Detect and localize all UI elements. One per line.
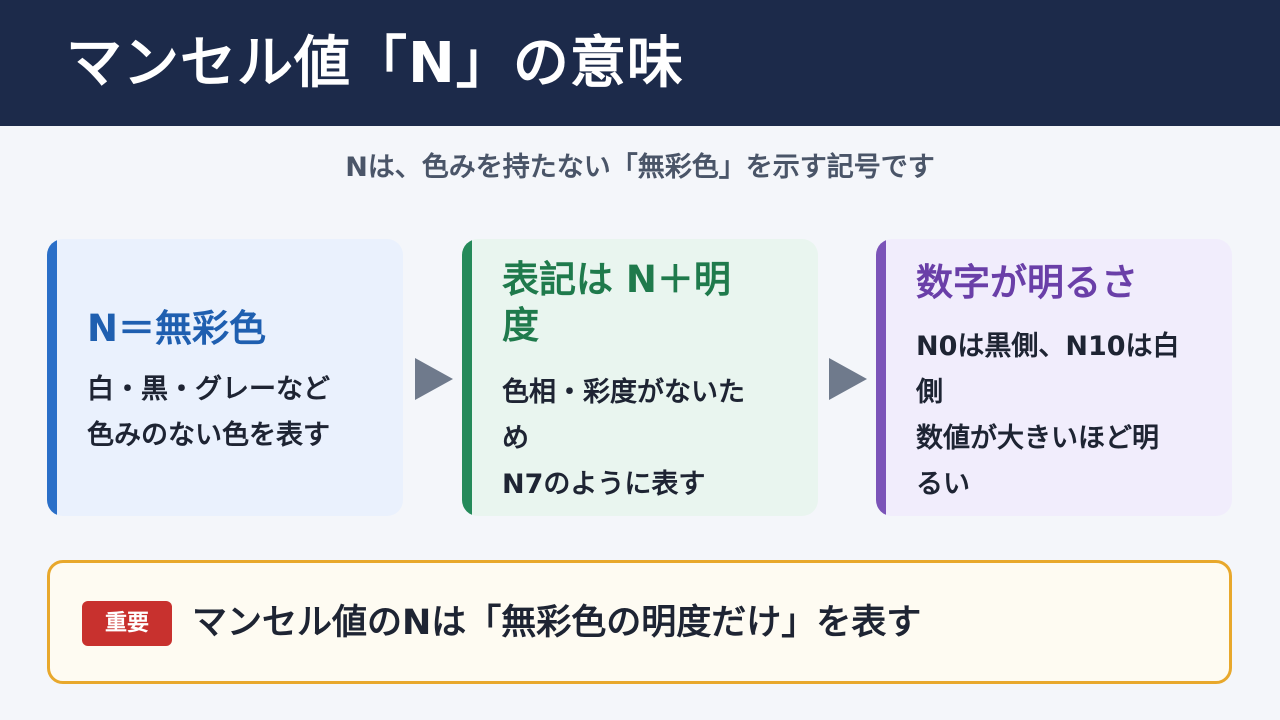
- important-note: 重要 マンセル値のNは「無彩色の明度だけ」を表す: [47, 560, 1232, 684]
- card-body: 白・黒・グレーなど 色みのない色を表す: [87, 367, 373, 459]
- card-notation: 表記は N＋明 度 色相・彩度がないた め N7のように表す: [462, 239, 818, 516]
- page-title: マンセル値「N」の意味: [66, 31, 684, 96]
- header-bar: マンセル値「N」の意味: [0, 0, 1280, 126]
- card-title: N＝無彩色: [87, 306, 383, 352]
- page-subtitle: Nは、色みを持たない「無彩色」を示す記号です: [345, 152, 935, 183]
- card-body-line: 色相・彩度がないた: [502, 377, 745, 408]
- card-body-line: るい: [916, 469, 970, 500]
- card-body-line: 色みのない色を表す: [87, 420, 330, 451]
- card-title-line: N＝無彩色: [87, 307, 266, 350]
- card-body-line: 数値が大きいほど明: [916, 423, 1159, 454]
- card-title-line: 表記は N＋明: [502, 258, 731, 301]
- card-title-line: 度: [502, 304, 539, 347]
- card-body-line: 側: [916, 377, 943, 408]
- card-achromatic: N＝無彩色 白・黒・グレーなど 色みのない色を表す: [47, 239, 403, 516]
- card-lightness: 数字が明るさ N0は黒側、N10は白 側 数値が大きいほど明 るい: [876, 239, 1232, 516]
- card-body-line: N7のように表す: [502, 469, 706, 500]
- arrow-right-icon: [415, 358, 453, 400]
- card-title-line: 数字が明るさ: [916, 261, 1138, 304]
- card-body-line: 白・黒・グレーなど: [87, 374, 330, 405]
- card-title: 表記は N＋明 度: [502, 257, 798, 349]
- important-note-text: マンセル値のNは「無彩色の明度だけ」を表す: [192, 603, 922, 643]
- card-body-line: め: [502, 423, 529, 454]
- important-badge: 重要: [82, 601, 172, 646]
- card-body: 色相・彩度がないた め N7のように表す: [502, 370, 788, 508]
- arrow-right-icon: [829, 358, 867, 400]
- card-body-line: N0は黒側、N10は白: [916, 331, 1180, 362]
- card-body: N0は黒側、N10は白 側 数値が大きいほど明 るい: [916, 324, 1202, 508]
- card-title: 数字が明るさ: [916, 260, 1212, 306]
